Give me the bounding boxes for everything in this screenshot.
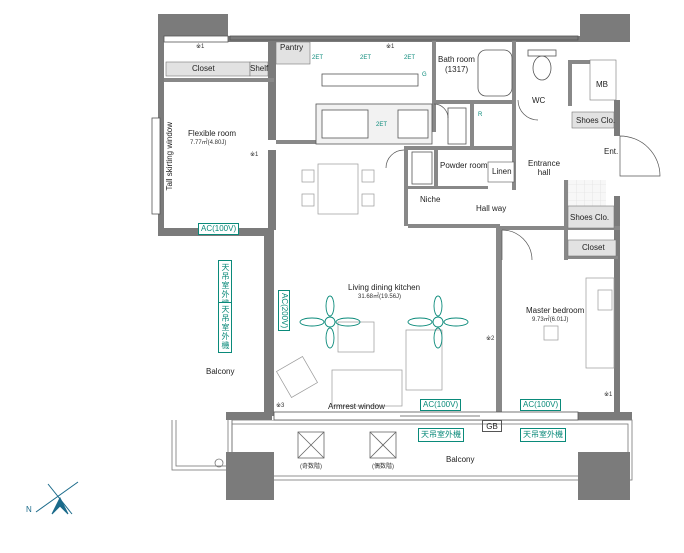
entrance-hall-label: Entrance hall xyxy=(528,159,561,177)
ac-living-bottom-tag: AC(100V) xyxy=(420,399,462,411)
shoes-bottom-label: Shoes Clo. xyxy=(570,213,610,222)
balcony-bottom-label: Balcony xyxy=(446,455,475,464)
shoes-top-area xyxy=(571,111,615,129)
compass-icon xyxy=(35,481,79,515)
ent-label: Ent. xyxy=(604,147,619,156)
linen-label: Linen xyxy=(492,167,512,176)
k1-mark-2: ※1 xyxy=(250,152,259,158)
niche-label: Niche xyxy=(420,195,441,204)
linen-area xyxy=(487,161,515,183)
dining-set xyxy=(301,163,375,215)
drain-mark xyxy=(214,458,224,468)
living-furniture xyxy=(276,321,443,407)
compass-n-label: N xyxy=(26,505,32,514)
zet-mark-4: 2ET xyxy=(376,122,388,128)
tall-window-label: Tall skirting window xyxy=(165,122,174,191)
sash-boxes xyxy=(297,431,397,459)
shoes-top-label: Shoes Clo. xyxy=(576,116,616,125)
closet-right-label: Closet xyxy=(582,243,605,252)
r-mark: R xyxy=(478,112,483,118)
bath-size-label: (1317) xyxy=(445,65,469,74)
windows xyxy=(151,35,579,421)
zet-mark-3: 2ET xyxy=(404,55,416,61)
ceiling-fan xyxy=(299,295,469,349)
flexible-room-label: Flexible room xyxy=(188,129,237,138)
k2-mark: ※2 xyxy=(486,336,495,342)
kitchen-counter xyxy=(315,73,433,145)
doors xyxy=(385,99,661,261)
hall-way-label: Hall way xyxy=(476,204,507,213)
wc-label: WC xyxy=(532,96,546,105)
k1-mark-3: ※1 xyxy=(386,44,395,50)
shoes-bottom-area xyxy=(567,205,615,229)
g-mark: G xyxy=(422,72,427,78)
living-label: Living dining kitchen xyxy=(348,283,421,292)
armrest-window-label: Armrest window xyxy=(328,402,385,411)
ac-living-vertical-tag: AC(200V) xyxy=(278,290,290,332)
zet-mark-1: 2ET xyxy=(312,55,324,61)
gb-label: GB xyxy=(482,420,502,432)
outdoor-unit-bottom-2: 天吊室外機 xyxy=(520,428,566,442)
k3-mark: ※3 xyxy=(276,403,285,409)
flexible-room-area: 7.77㎡(4.80J) xyxy=(190,140,227,146)
ac-master-tag: AC(100V) xyxy=(520,399,562,411)
pantry-area xyxy=(275,41,311,65)
shelf-area xyxy=(249,61,269,77)
powder-room-label: Powder room xyxy=(440,161,488,170)
master-bedroom-label: Master bedroom xyxy=(526,306,585,315)
bath-fixtures xyxy=(411,49,557,185)
outdoor-unit-bottom-1: 天吊室外機 xyxy=(418,428,464,442)
bath-room-label: Bath room xyxy=(438,55,475,64)
closet-right-area xyxy=(567,239,617,257)
balcony-left-label: Balcony xyxy=(206,367,235,376)
pantry-label: Pantry xyxy=(280,43,304,52)
living-area: 31.68㎡(19.56J) xyxy=(358,294,402,300)
sash-b-label: (偶数階) xyxy=(372,464,394,470)
outdoor-unit-vert-2: 天吊室外機 xyxy=(218,302,232,353)
k1-mark-1: ※1 xyxy=(196,44,205,50)
ac-flexible-tag: AC(100V) xyxy=(198,223,240,235)
mb-area xyxy=(589,59,617,101)
bed xyxy=(543,277,615,369)
closet-top-label: Closet xyxy=(192,64,215,73)
zet-mark-2: 2ET xyxy=(360,55,372,61)
k1-mark-4: ※1 xyxy=(604,392,613,398)
sash-a-label: (奇数階) xyxy=(300,464,322,470)
master-bedroom-area: 9.73㎡(6.01J) xyxy=(532,317,569,323)
mb-label: MB xyxy=(596,80,608,89)
shelf-label: Shelf xyxy=(250,64,269,73)
